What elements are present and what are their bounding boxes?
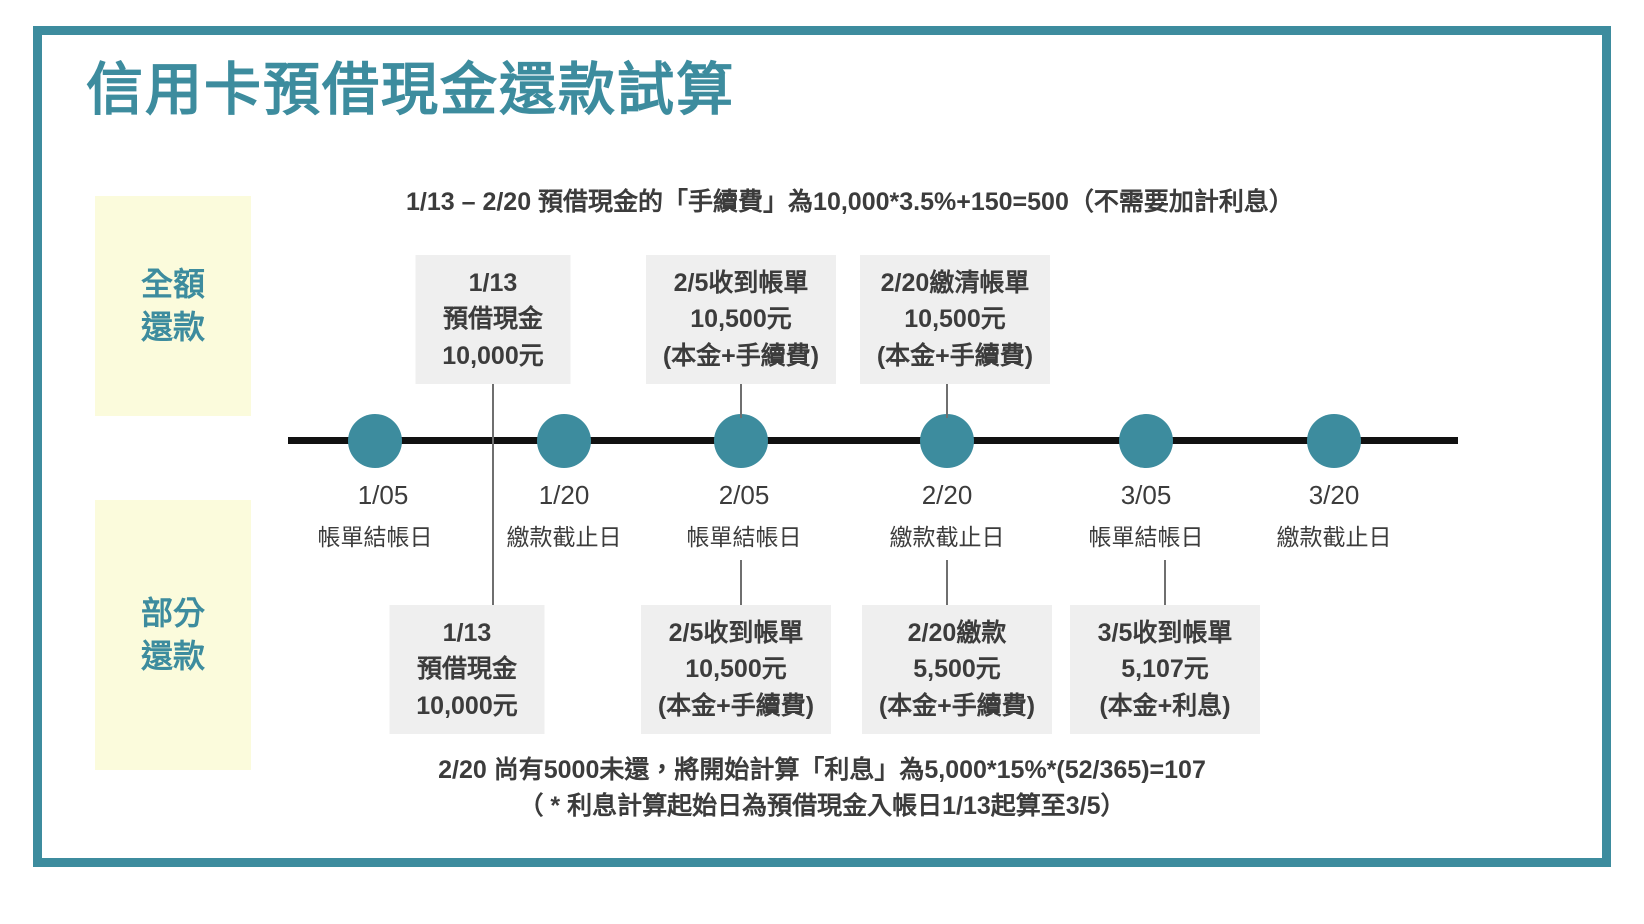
callout-full-3-line1: 2/20繳清帳單 <box>880 269 1030 297</box>
callout-partial-1-line2: 預借現金 <box>416 655 517 684</box>
leader-line-partial-3 <box>946 560 948 605</box>
callout-partial-3-line2: 5,500元 <box>913 655 1001 684</box>
callout-partial-2-line1: 2/5收到帳單 <box>668 619 804 647</box>
timeline-sublabel-3: 帳單結帳日 <box>686 524 802 550</box>
timeline-date-3: 2/05 <box>718 480 770 510</box>
side-label-partial-repayment: 部分 還款 <box>95 500 251 770</box>
side-label-partial-line2: 還款 <box>140 638 205 674</box>
side-label-full-line2: 還款 <box>140 309 205 345</box>
leader-line-full-1 <box>492 368 494 456</box>
callout-full-1-line3: 10,000元 <box>442 341 544 370</box>
timeline-sublabel-4: 繳款截止日 <box>889 524 1005 550</box>
leader-line-partial-1 <box>492 440 494 605</box>
timeline-sublabel-6: 繳款截止日 <box>1276 524 1392 550</box>
callout-full-2-line1: 2/5收到帳單 <box>673 269 809 297</box>
callout-partial-4: 3/5收到帳單 5,107元 (本金+利息) <box>1070 605 1260 734</box>
callout-partial-4-line3: (本金+利息) <box>1099 691 1231 720</box>
callout-full-3-line2: 10,500元 <box>904 305 1006 334</box>
footer-note: 2/20 尚有5000未還，將開始計算「利息」為5,000*15%*(52/36… <box>0 752 1644 825</box>
timeline-node-2 <box>537 414 591 468</box>
callout-full-2-line3: (本金+手續費) <box>662 341 820 370</box>
callout-partial-2: 2/5收到帳單 10,500元 (本金+手續費) <box>641 605 831 734</box>
outer-frame <box>33 26 1611 867</box>
side-label-partial-line1: 部分 <box>140 594 205 631</box>
callout-partial-2-line3: (本金+手續費) <box>657 691 815 720</box>
callout-partial-1-line1: 1/13 <box>442 619 492 647</box>
callout-partial-1-line3: 10,000元 <box>416 691 518 720</box>
timeline-axis <box>288 437 1458 444</box>
callout-partial-3-line3: (本金+手續費) <box>878 691 1036 720</box>
timeline-date-5: 3/05 <box>1120 480 1172 510</box>
fee-note: 1/13 – 2/20 預借現金的「手續費」為10,000*3.5%+150=5… <box>406 188 1294 216</box>
timeline-node-5 <box>1119 414 1173 468</box>
callout-partial-4-line1: 3/5收到帳單 <box>1097 619 1233 647</box>
callout-partial-2-line2: 10,500元 <box>685 655 787 684</box>
callout-full-3-line3: (本金+手續費) <box>876 341 1034 370</box>
timeline-date-6: 3/20 <box>1308 480 1360 510</box>
timeline-sublabel-1: 帳單結帳日 <box>317 524 433 550</box>
callout-full-1-line2: 預借現金 <box>442 305 543 334</box>
callout-full-1: 1/13 預借現金 10,000元 <box>415 255 571 384</box>
side-label-full-repayment: 全額 還款 <box>95 196 251 416</box>
leader-line-partial-2 <box>740 560 742 605</box>
footer-note-line1: 2/20 尚有5000未還，將開始計算「利息」為5,000*15%*(52/36… <box>438 756 1206 784</box>
timeline-date-2: 1/20 <box>538 480 590 510</box>
footer-note-line2: （ * 利息計算起始日為預借現金入帳日1/13起算至3/5） <box>518 792 1126 821</box>
callout-partial-1: 1/13 預借現金 10,000元 <box>389 605 545 734</box>
timeline-sublabel-5: 帳單結帳日 <box>1088 524 1204 550</box>
callout-partial-3: 2/20繳款 5,500元 (本金+手續費) <box>862 605 1052 734</box>
timeline-sublabel-2: 繳款截止日 <box>506 524 622 550</box>
callout-partial-3-line1: 2/20繳款 <box>907 619 1007 647</box>
callout-full-2-line2: 10,500元 <box>690 305 792 334</box>
timeline-node-6 <box>1307 414 1361 468</box>
page-title: 信用卡預借現金還款試算 <box>86 58 735 122</box>
timeline-date-4: 2/20 <box>921 480 973 510</box>
timeline-date-1: 1/05 <box>357 480 409 510</box>
side-label-full-line1: 全額 <box>140 265 205 302</box>
timeline-node-4 <box>920 414 974 468</box>
callout-full-3: 2/20繳清帳單 10,500元 (本金+手續費) <box>860 255 1050 384</box>
leader-line-full-2 <box>740 368 742 418</box>
callout-full-2: 2/5收到帳單 10,500元 (本金+手續費) <box>646 255 836 384</box>
leader-line-partial-4 <box>1164 560 1166 605</box>
timeline-node-1 <box>348 414 402 468</box>
callout-partial-4-line2: 5,107元 <box>1121 655 1209 684</box>
leader-line-full-3 <box>946 368 948 418</box>
callout-full-1-line1: 1/13 <box>468 269 518 297</box>
timeline-node-3 <box>714 414 768 468</box>
